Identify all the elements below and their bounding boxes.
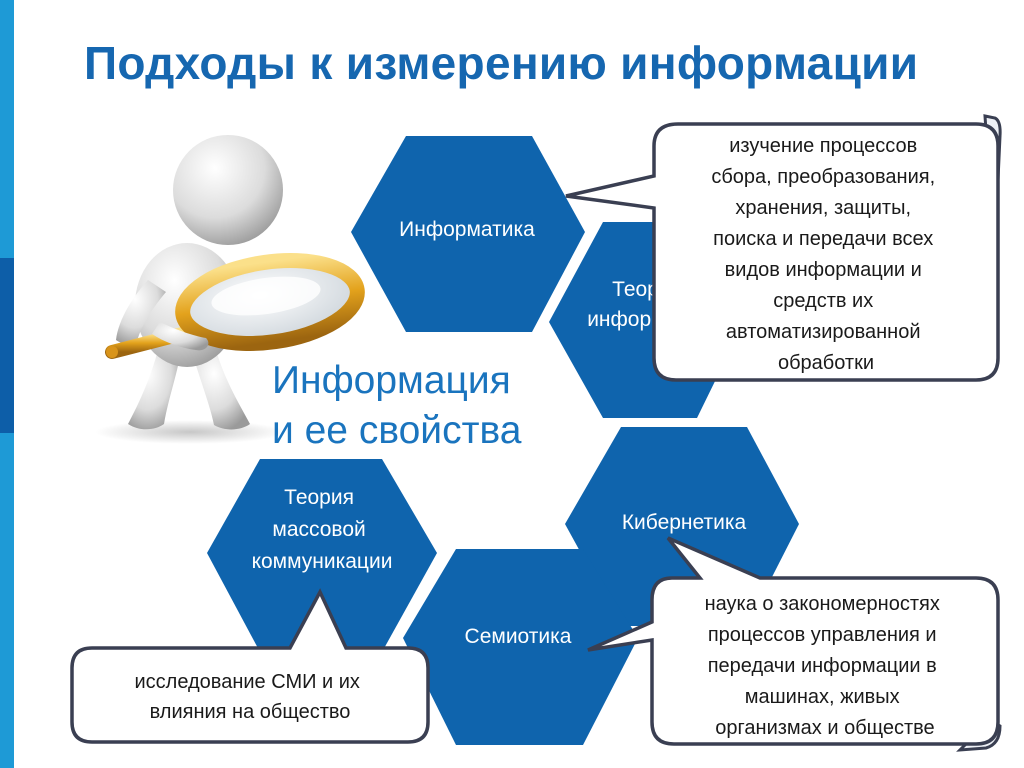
hexagon-teoriya-mk[interactable] [207, 459, 437, 652]
callout-teoriya-mk-bubble [70, 588, 430, 744]
hexagon-semiotika[interactable] [403, 549, 638, 745]
callout-informatika-text: изучение процессов сбора, преобразования… [711, 135, 940, 374]
person-with-magnifier-icon [95, 135, 365, 444]
callout-informatika: изучение процессов сбора, преобразования… [565, 114, 1002, 382]
left-accent-bar [0, 0, 14, 768]
callout-teoriya-mk: исследование СМИ и их влияния на обществ… [70, 588, 430, 744]
slide-title: Подходы к измерению информации [84, 37, 919, 89]
callout-kibernetika-text: наука о закономерностях процессов управл… [705, 593, 946, 739]
callout-kibernetika-bubble [587, 536, 1000, 746]
hexagon-informatika[interactable] [351, 136, 585, 332]
callout-informatika-bubble [565, 122, 1000, 382]
hexagon-label-kibernetika: Кибернетика [622, 511, 747, 534]
hexagon-label-teoriya-mk: Теория массовой коммуникации [252, 486, 393, 573]
hexagon-label-semiotika: Семиотика [465, 625, 572, 648]
center-label: Информация и ее свойства [272, 359, 522, 452]
callout-teoriya-mk-text: исследование СМИ и их влияния на обществ… [134, 671, 365, 723]
hexagon-label-informatika: Информатика [399, 218, 535, 241]
left-accent-bar-highlight [0, 258, 14, 433]
callout-kibernetika: наука о закономерностях процессов управл… [587, 536, 1002, 752]
